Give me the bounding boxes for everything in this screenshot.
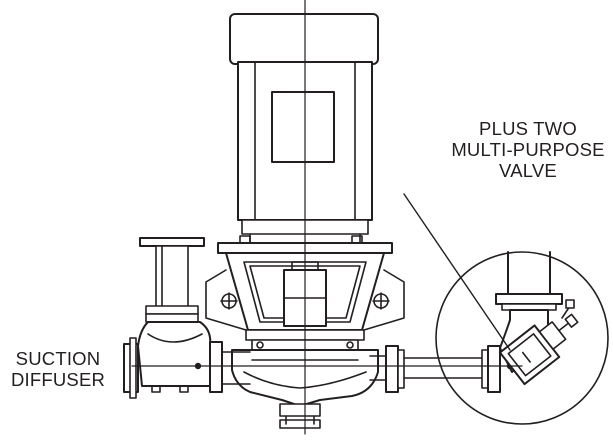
valve-label: PLUS TWO MULTI-PURPOSE VALVE	[448, 118, 608, 181]
center-lines	[132, 0, 522, 434]
suction-diffuser-label: SUCTION DIFFUSER	[2, 348, 114, 390]
discharge-piping	[370, 346, 512, 392]
valve-label-line-3: VALVE	[499, 160, 557, 181]
motor-top-cap	[230, 14, 378, 64]
suction-label-line-1: SUCTION	[15, 348, 101, 369]
motor	[230, 14, 378, 244]
multi-purpose-valve	[404, 194, 608, 424]
pump-foot	[280, 404, 320, 416]
suction-label-line-2: DIFFUSER	[10, 369, 106, 390]
suction-diffuser	[124, 238, 250, 398]
valve-label-line-2: MULTI-PURPOSE	[451, 139, 605, 160]
valve-label-line-1: PLUS TWO	[479, 118, 577, 139]
valve-leader-line	[404, 194, 510, 350]
motor-nameplate	[272, 92, 334, 162]
valve-highlight-circle	[436, 252, 608, 424]
